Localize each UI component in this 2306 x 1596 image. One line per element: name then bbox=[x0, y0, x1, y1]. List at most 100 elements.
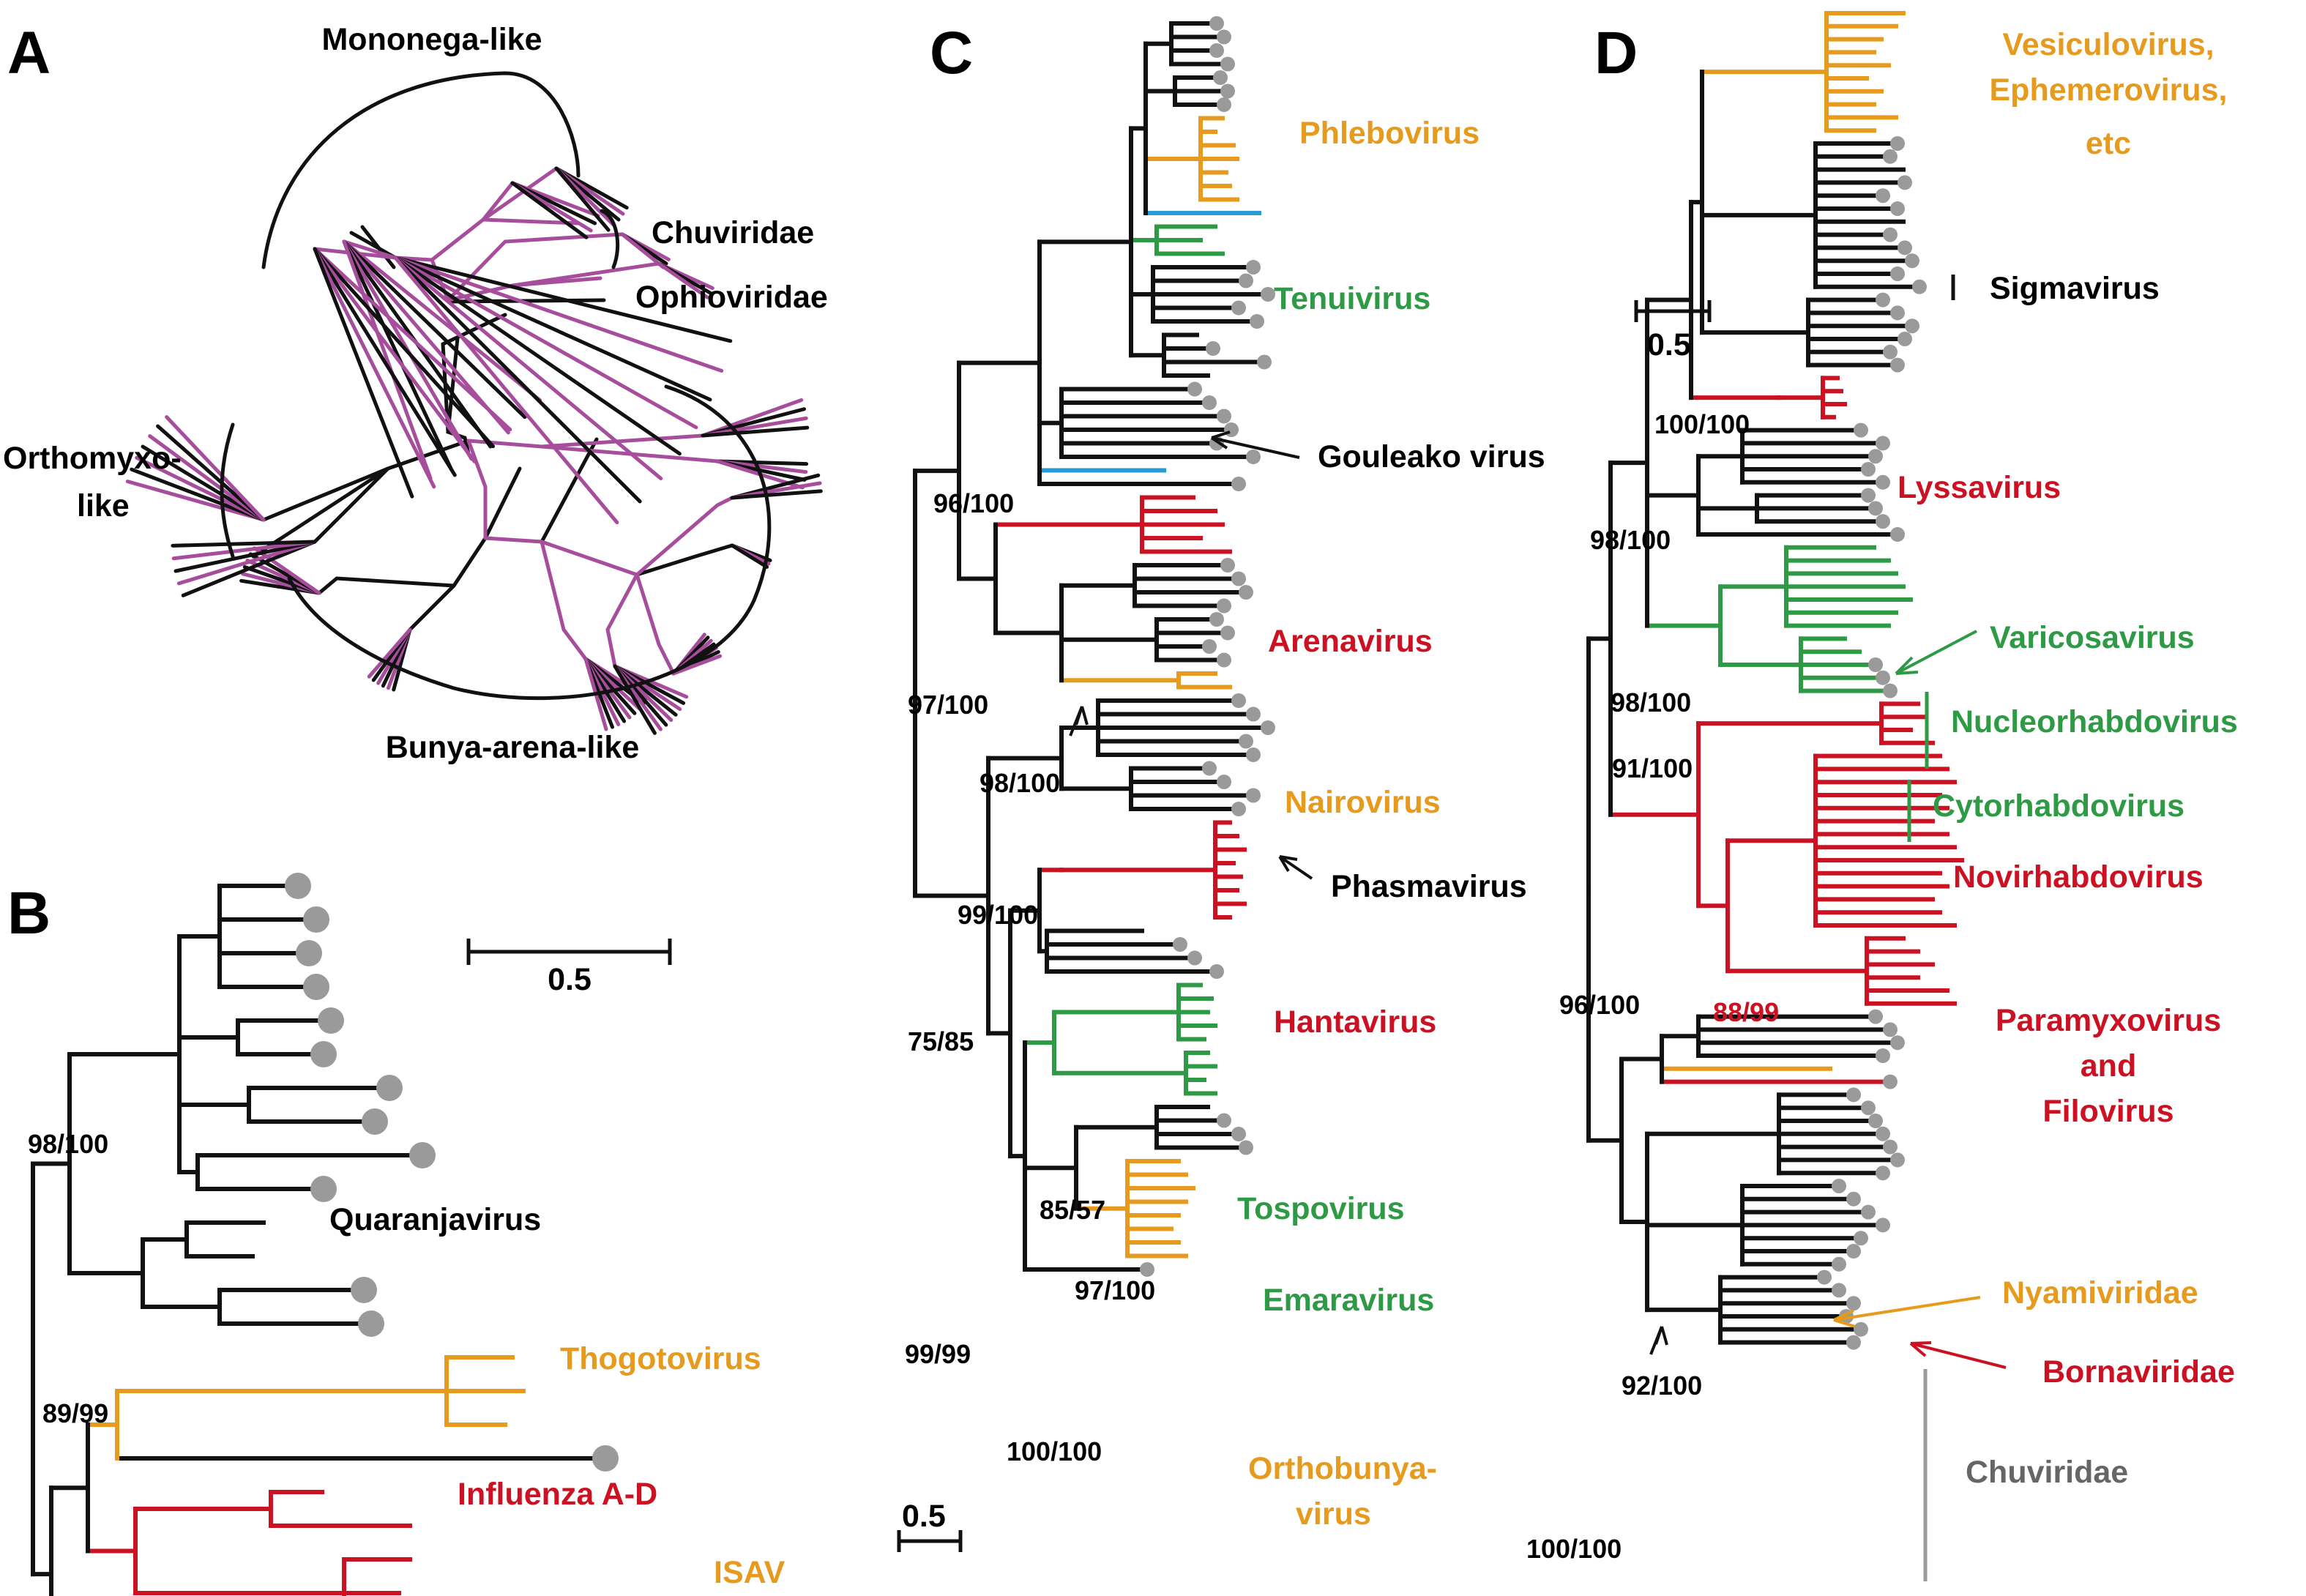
support-d-4: 91/100 bbox=[1612, 753, 1693, 783]
sample-dot bbox=[1846, 1335, 1861, 1350]
sample-dot bbox=[1217, 1113, 1231, 1128]
panel-b-tree bbox=[31, 873, 619, 1596]
panel-c-scale-label: 0.5 bbox=[902, 1499, 946, 1534]
panel-b-scale-bar bbox=[466, 939, 672, 965]
fan-branch bbox=[141, 444, 266, 522]
sample-dot bbox=[303, 906, 329, 933]
sample-dot bbox=[1912, 279, 1927, 294]
fan-branch bbox=[393, 256, 733, 343]
fan-branch bbox=[342, 239, 454, 471]
sample-dot bbox=[1817, 1269, 1832, 1285]
fan-branch bbox=[313, 247, 512, 432]
panel-a-purple-branches bbox=[313, 166, 734, 676]
fan-branch bbox=[393, 256, 712, 402]
label-vesiculovirus-3: etc bbox=[2086, 126, 2131, 161]
sample-dot bbox=[1231, 1127, 1246, 1141]
panel-c-arrows bbox=[1069, 430, 1313, 880]
sample-dot bbox=[1220, 56, 1235, 72]
sample-dot bbox=[1239, 1140, 1253, 1155]
label-orthomyxo-like-1: Orthomyxo- bbox=[3, 441, 182, 476]
sample-dot bbox=[1883, 683, 1898, 698]
fan-branch bbox=[173, 540, 317, 573]
sample-dot bbox=[1868, 501, 1883, 516]
sample-dot bbox=[1231, 802, 1246, 816]
sample-dot bbox=[1861, 462, 1876, 477]
sample-dot bbox=[1217, 775, 1231, 789]
fan-branch bbox=[657, 261, 709, 299]
panel-a-backbone bbox=[251, 225, 734, 632]
sample-dot bbox=[1868, 449, 1883, 464]
panel-d-tree bbox=[1586, 11, 1964, 1350]
sample-dot bbox=[1854, 422, 1868, 438]
fan-branch bbox=[510, 181, 589, 239]
sample-dot bbox=[1832, 1256, 1846, 1272]
panel-a-letter: A bbox=[7, 20, 51, 86]
panel-d-letter: D bbox=[1594, 20, 1638, 86]
label-vesiculovirus-1: Vesiculovirus, bbox=[2002, 27, 2214, 62]
sample-dot bbox=[1239, 585, 1253, 600]
sample-dot bbox=[1202, 639, 1217, 654]
sample-dot bbox=[1846, 1087, 1861, 1103]
fan-branch bbox=[367, 627, 412, 679]
sample-dot bbox=[1231, 477, 1246, 491]
sample-dot bbox=[318, 1007, 344, 1034]
label-orthobunya-1: Orthobunya- bbox=[1248, 1451, 1437, 1486]
fan-branch bbox=[671, 654, 723, 676]
fan-branch bbox=[730, 543, 769, 569]
sample-dot bbox=[1832, 1283, 1846, 1298]
sample-dot bbox=[1220, 83, 1235, 99]
support-c-5: 75/85 bbox=[908, 1026, 974, 1056]
label-paramyxovirus-3: Filovirus bbox=[2042, 1094, 2173, 1129]
panel-d-arrows bbox=[1649, 630, 2007, 1369]
sample-dot bbox=[1220, 625, 1235, 641]
sample-dot bbox=[1213, 70, 1228, 85]
fan-branch bbox=[701, 425, 810, 438]
label-gouleako-virus: Gouleako virus bbox=[1318, 439, 1545, 474]
label-bunya-arena-like: Bunya-arena-like bbox=[386, 730, 640, 765]
sample-dot bbox=[1246, 706, 1261, 722]
sample-dot bbox=[1231, 693, 1246, 708]
label-ophioviridae: Ophioviridae bbox=[635, 280, 828, 315]
sample-dot bbox=[1140, 1262, 1154, 1277]
support-c-8: 99/99 bbox=[905, 1339, 971, 1369]
support-d-8: 100/100 bbox=[1526, 1534, 1622, 1564]
sample-dot bbox=[310, 1041, 337, 1067]
fan-branch bbox=[342, 239, 542, 403]
fan-branch bbox=[393, 256, 682, 456]
fan-branch bbox=[130, 467, 266, 522]
sample-dot bbox=[1209, 16, 1224, 31]
label-mononega-like: Mononega-like bbox=[321, 22, 542, 57]
panel-c: C 0.5 96/100 97/100 98/100 99/100 75/85 … bbox=[897, 16, 1545, 1552]
panel-d-scale-label: 0.5 bbox=[1647, 327, 1691, 362]
label-arenavirus: Arenavirus bbox=[1268, 624, 1433, 659]
sample-dot bbox=[1898, 332, 1912, 346]
label-lyssavirus: Lyssavirus bbox=[1898, 470, 2061, 505]
sample-dot bbox=[1883, 1074, 1898, 1089]
label-emaravirus: Emaravirus bbox=[1263, 1283, 1434, 1318]
sample-dot bbox=[1202, 761, 1217, 776]
sample-dot bbox=[1250, 314, 1264, 329]
support-d-5: 96/100 bbox=[1559, 990, 1640, 1020]
fan-branch bbox=[393, 256, 642, 504]
support-d-6: 88/99 bbox=[1713, 997, 1779, 1027]
panel-d-scale-bar bbox=[1634, 300, 1712, 322]
fan-branch bbox=[313, 247, 477, 463]
panel-d-clade-bars bbox=[1907, 275, 1955, 1581]
sample-dot bbox=[310, 1176, 337, 1202]
sample-dot bbox=[1890, 527, 1905, 542]
sample-dot bbox=[1220, 558, 1235, 573]
sample-dot bbox=[1883, 1139, 1898, 1155]
sample-dot bbox=[1876, 1048, 1890, 1063]
panel-a-tip-fans bbox=[125, 166, 823, 735]
fan-branch bbox=[135, 455, 266, 522]
sample-dot bbox=[358, 1310, 384, 1337]
sample-dot bbox=[1861, 1100, 1876, 1116]
support-c-7: 97/100 bbox=[1075, 1275, 1155, 1305]
sample-dot bbox=[1239, 273, 1253, 288]
label-thogotovirus: Thogotovirus bbox=[560, 1341, 761, 1376]
sample-dot bbox=[1217, 652, 1231, 668]
fan-branch bbox=[393, 256, 698, 430]
sample-dot bbox=[1876, 436, 1890, 451]
sample-dot bbox=[1209, 964, 1224, 979]
